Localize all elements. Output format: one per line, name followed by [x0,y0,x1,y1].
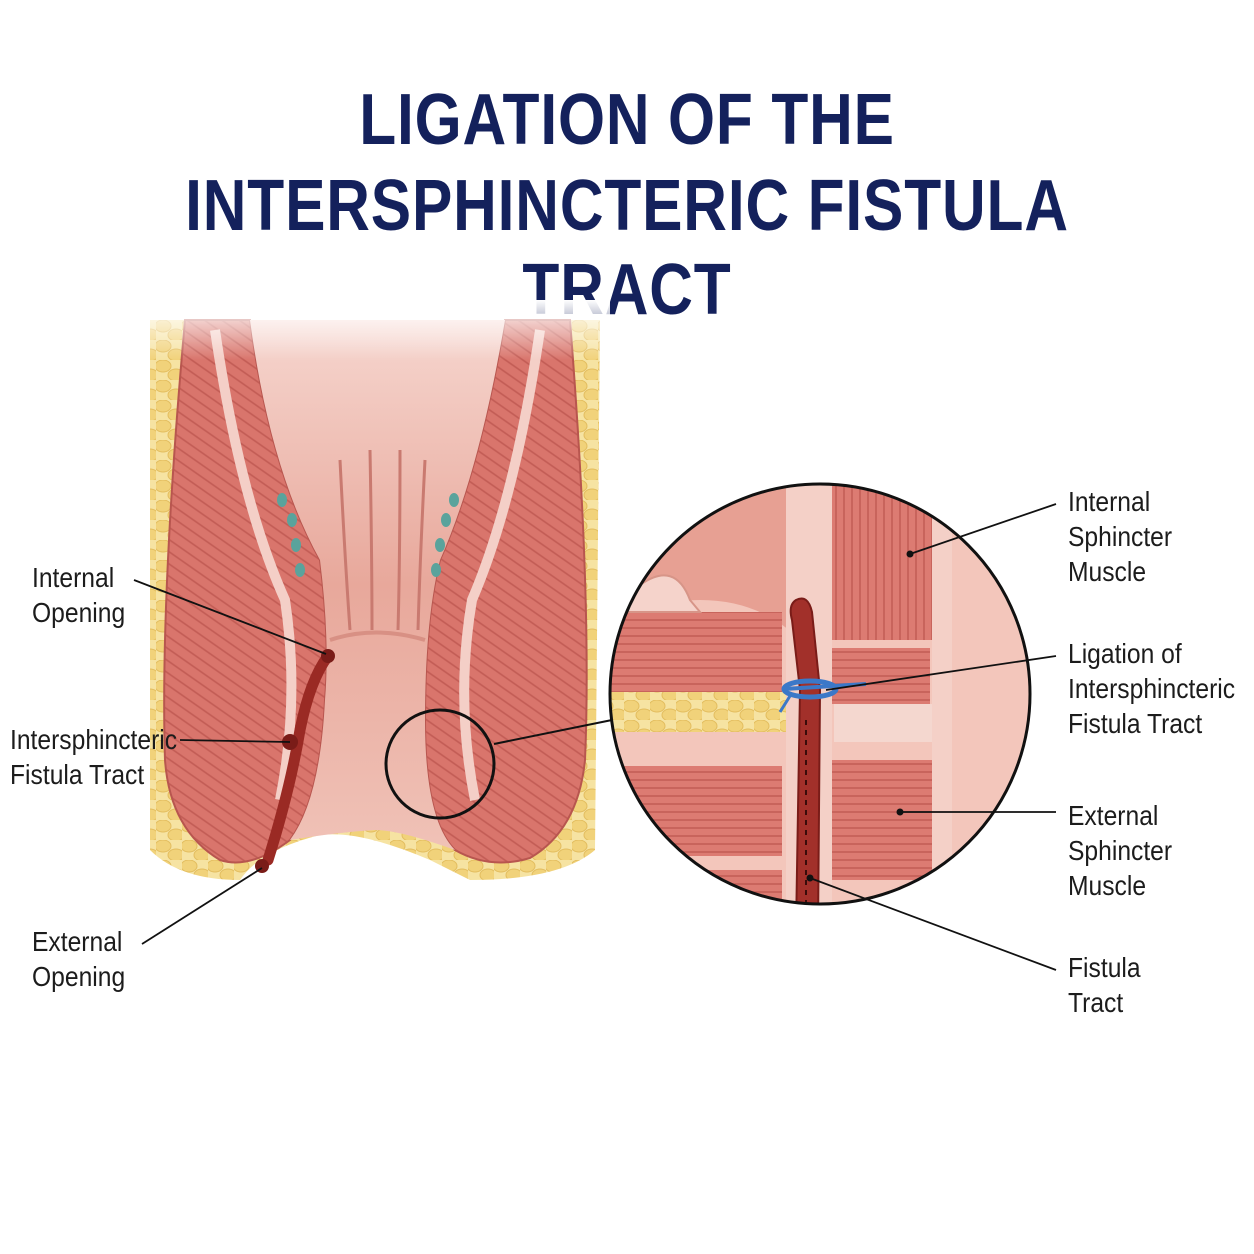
right-intersphincteric-plane [459,329,545,801]
label-ligation: Ligation of Intersphincteric Fistula Tra… [1068,638,1236,739]
label-external-opening: External Opening [32,926,126,992]
anal-lumen [250,320,505,850]
dentate-line [329,630,426,642]
label-fistula-tract: Fistula Tract [1068,952,1141,1018]
label-internal-sphincter-muscle: Internal Sphincter Muscle [1068,486,1173,587]
internal-opening-dot [321,649,335,663]
label-internal-opening: Internal Opening [32,562,126,628]
leader-intersphincteric [179,739,291,743]
fistula-tract-left [262,650,334,866]
anal-canal-cross-section [140,300,610,880]
label-external-sphincter-muscle: External Sphincter Muscle [1068,800,1173,901]
magnification-ring-large [608,482,1032,906]
label-intersphincteric-fistula-tract: Intersphincteric Fistula Tract [10,724,178,790]
zoom-connector [493,719,613,745]
title-line-1: LIGATION OF THE [359,80,895,160]
leader-ligation [825,655,1057,691]
anal-columns [338,449,427,631]
leader-internal-opening [133,579,327,655]
leader-external-opening [141,867,263,945]
magnification-ring-small [384,708,496,820]
leader-internal-sphincter [909,503,1057,555]
left-intersphincteric-plane [210,329,297,801]
leader-fistula-tract [809,877,1057,971]
zoom-detail [610,484,1030,904]
vascular-cushions [277,493,459,577]
title-line-2: INTERSPHINCTERIC FISTULA TRACT [185,166,1069,330]
